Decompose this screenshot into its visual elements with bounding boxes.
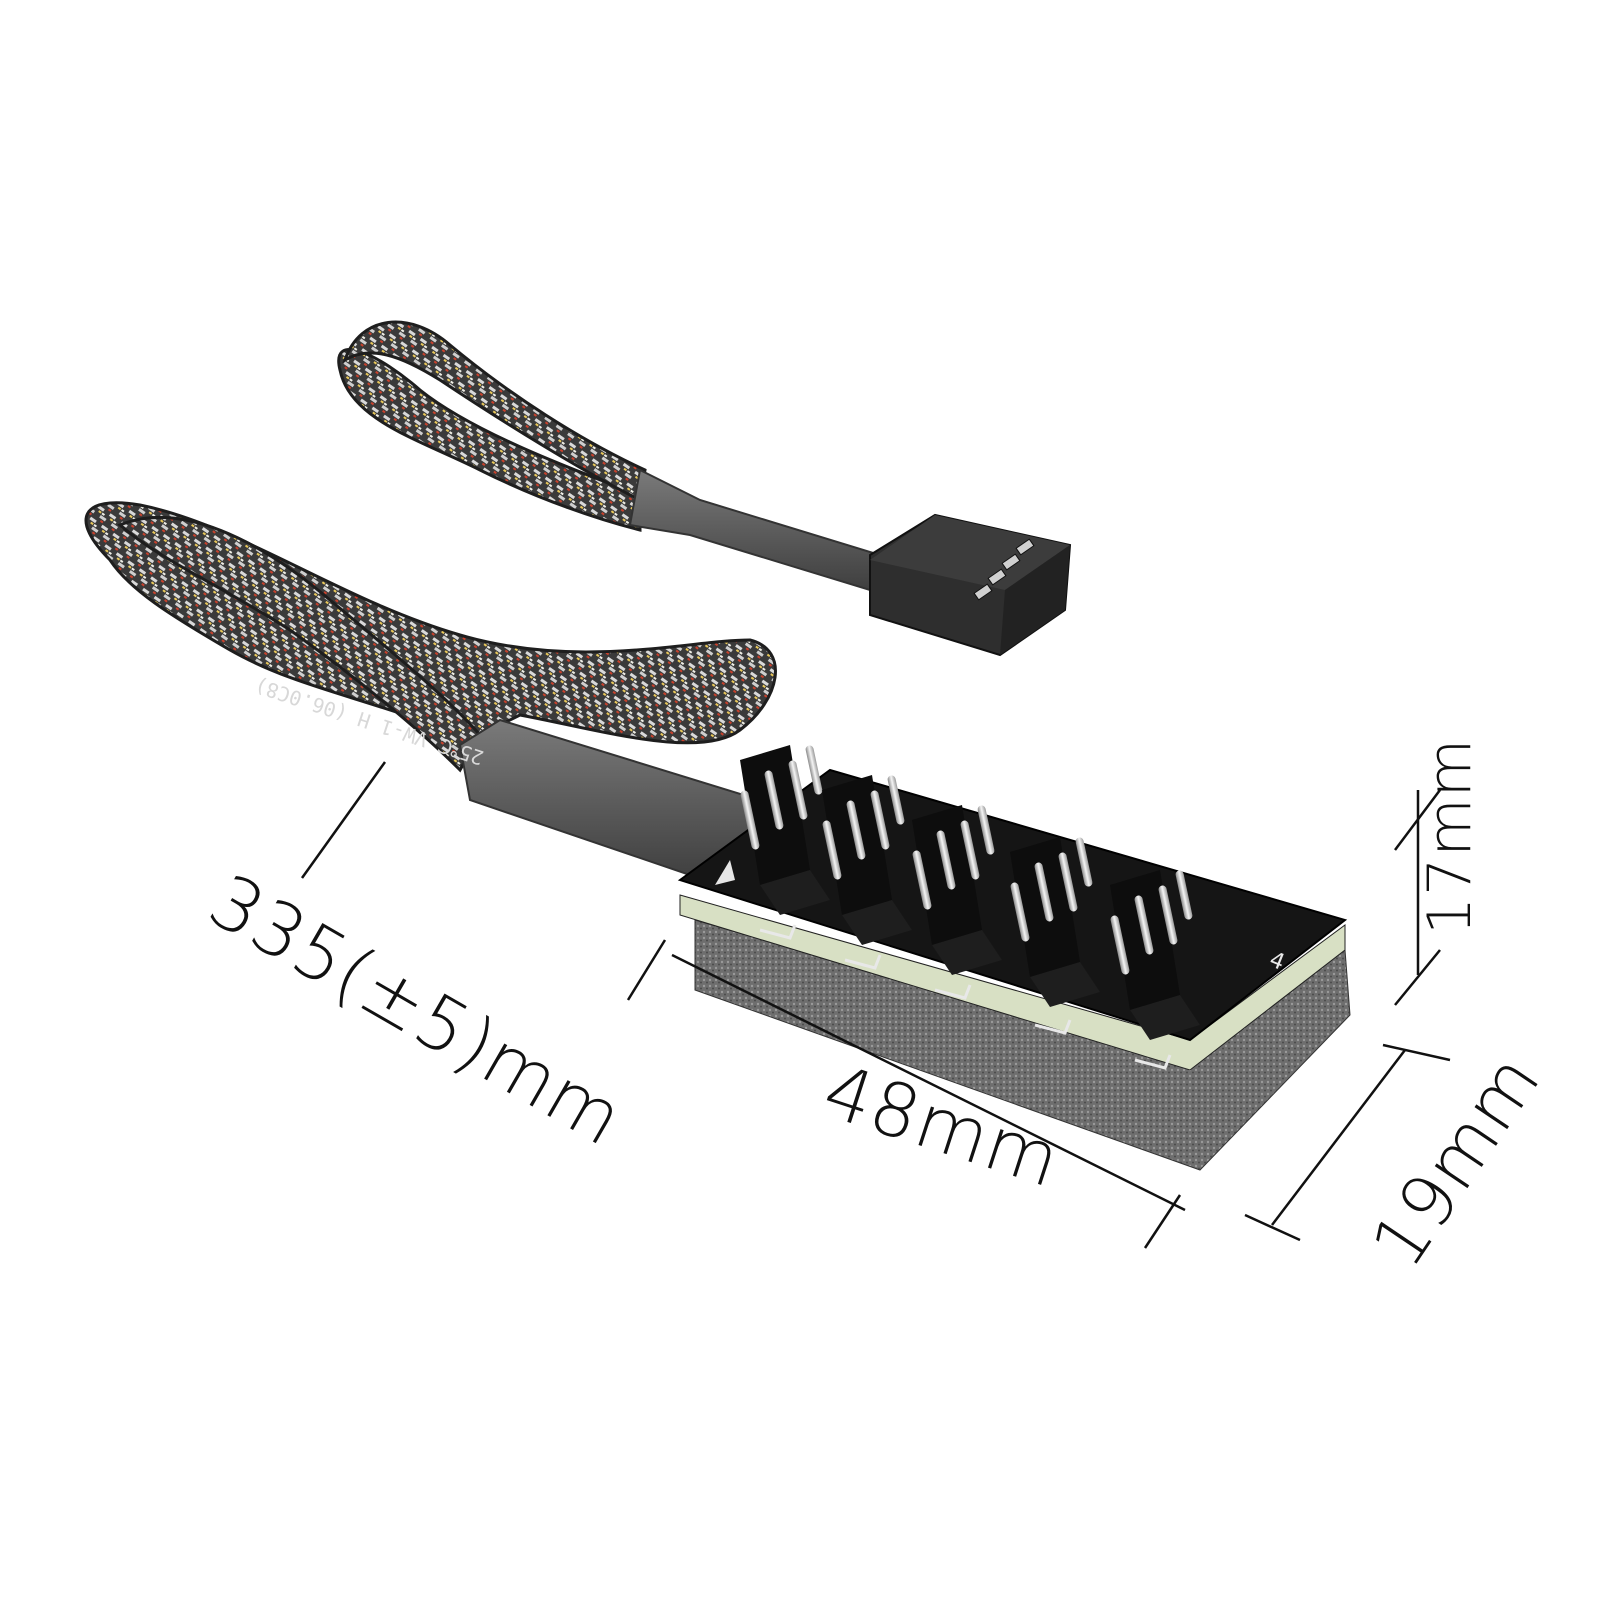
height-tick-bottom: [1394, 949, 1441, 1006]
cable-length-leader: [300, 761, 387, 879]
dimension-lines: [300, 761, 1451, 1249]
length-dimension-line: [671, 953, 1186, 1212]
heat-shrink-connector: [628, 468, 882, 592]
fan-port-5: [1110, 870, 1200, 1040]
fan-port-2: [822, 775, 912, 945]
length-tick-right: [1143, 1194, 1182, 1249]
width-tick-top: [1382, 1043, 1451, 1062]
fan-port-1: [740, 745, 830, 915]
connector-pin-holes: [973, 538, 1035, 601]
input-connector: [869, 513, 1072, 657]
length-tick-left: [626, 939, 667, 1001]
height-tick-top: [1394, 789, 1441, 851]
hub-board: 4: [677, 745, 1351, 1171]
fan-port-4: [1010, 837, 1100, 1007]
board-height-label: 17mm: [1415, 737, 1485, 935]
fan-port-3: [912, 805, 1002, 975]
silkscreen-markings: [759, 924, 1172, 1070]
fan-port-headers: [740, 745, 1200, 1040]
width-dimension-line: [1271, 1049, 1406, 1226]
width-tick-bottom: [1244, 1213, 1301, 1242]
cable-upper-loop: [337, 320, 647, 532]
